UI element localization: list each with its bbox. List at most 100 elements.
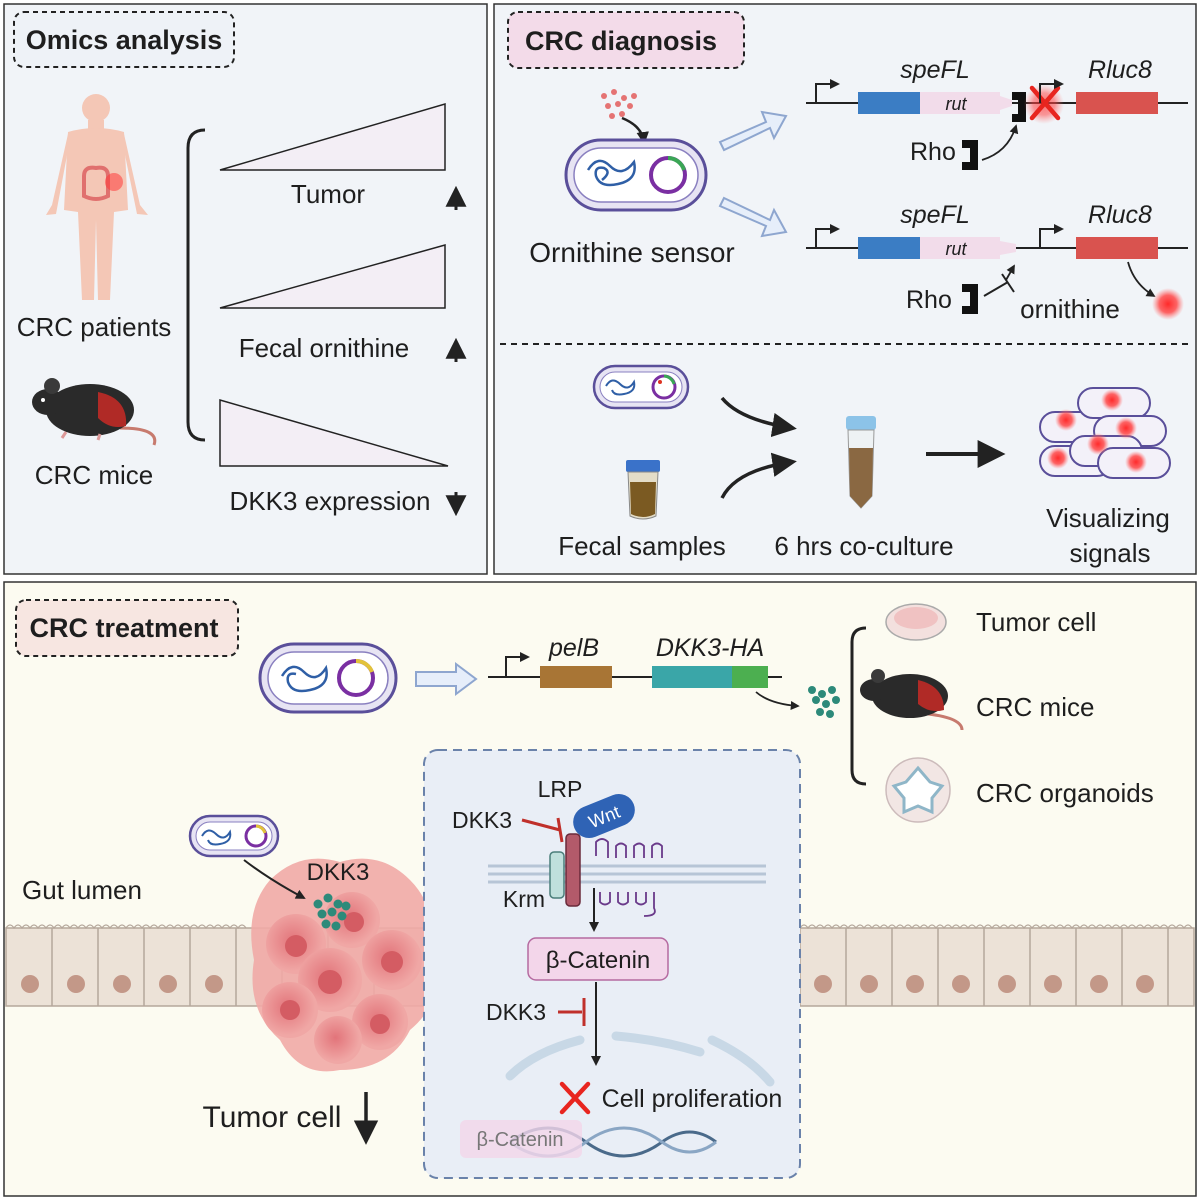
bacterium-to-construct-arrow (415, 662, 478, 696)
glowing-bacteria-cluster-icon (1039, 387, 1171, 479)
dkk3-protein-cluster-icon (313, 893, 351, 931)
beta-catenin-dna-label: β-Catenin (476, 1129, 563, 1151)
rho-label-2: Rho (906, 286, 952, 314)
omics-panel: Omics analysis CRC patients CRC mice (3, 3, 488, 575)
rho-free-icon-2 (962, 284, 978, 314)
rho-label-1: Rho (910, 138, 956, 166)
tumor-increase-triangle (219, 102, 446, 171)
small-sensor-bacterium-icon (592, 364, 690, 410)
fecal-sample-jar-icon (626, 460, 660, 520)
cell-proliferation-label: Cell proliferation (602, 1085, 783, 1113)
blocked-cross-icon (1029, 85, 1061, 121)
crc-organoids-label: CRC organoids (976, 778, 1154, 808)
secretion-arrow (755, 691, 800, 710)
rho-free-icon-1 (962, 140, 978, 170)
dkk3-gene (652, 666, 732, 688)
ornithine-increase-triangle (219, 244, 446, 309)
pelb-label: pelB (548, 634, 599, 662)
rut-label-2: rut (945, 239, 967, 259)
nuclear-envelope-right (611, 1031, 705, 1057)
therapeutic-bacterium-icon (258, 642, 398, 714)
beta-catenin-dna-box (460, 1120, 582, 1158)
crc-mice-model-label: CRC mice (976, 692, 1094, 722)
lrp-receptor (565, 833, 581, 907)
rluc8-gene-1 (1076, 92, 1158, 114)
tumor-label: Tumor (291, 179, 365, 209)
diagnosis-title-box (507, 11, 745, 69)
dkk3-expression-construct: pelB DKK3-HA (488, 634, 840, 718)
bacterium-to-tumor-arrow (243, 859, 306, 899)
signals-label: signals (1070, 538, 1151, 568)
dkk3-tumor-label: DKK3 (307, 859, 370, 886)
models-bracket (850, 626, 867, 786)
cell-membrane (488, 864, 766, 884)
omics-title-box (13, 11, 235, 68)
rluc8-gene-2 (1076, 237, 1158, 259)
omics-bracket (186, 128, 206, 442)
luciferase-output-arrow (1127, 261, 1156, 297)
ornithine-sensor-label: Ornithine sensor (529, 237, 734, 268)
crc-mouse-icon (860, 669, 964, 731)
rut-label-1: rut (945, 94, 967, 114)
culture-tube-icon (846, 416, 876, 509)
pelb-gene (540, 666, 612, 688)
tumor-cell-model-label: Tumor cell (976, 607, 1096, 637)
promoter-arrow-5 (505, 652, 530, 677)
rho-bound-icon (1012, 92, 1026, 122)
wnt-mechanism-inset: LRP Krm Wnt DKK3 β-Catenin DKK3 (423, 749, 801, 1179)
spefl-label-2: speFL (900, 201, 969, 229)
rut-element-1 (920, 92, 1000, 114)
visualizing-label: Visualizing (1046, 503, 1170, 533)
wnt-ligand-icon: Wnt (573, 794, 635, 838)
coculture-label: 6 hrs co-culture (774, 531, 953, 561)
treatment-title: CRC treatment (29, 613, 218, 643)
krm-receptor (549, 851, 565, 899)
promoter-arrow-2 (1039, 79, 1064, 103)
ornithine-label: ornithine (1020, 294, 1120, 324)
lrp-label: LRP (538, 776, 583, 802)
promoter-arrow-3 (815, 224, 840, 248)
rluc8-label-1: Rluc8 (1088, 56, 1152, 84)
sample-to-coculture-arrow (720, 452, 797, 499)
human-body-icon (46, 94, 148, 300)
mouse-icon (32, 378, 157, 446)
dkk3-expression-label: DKK3 expression (230, 486, 431, 516)
dkk3-inhibitor-label-2: DKK3 (486, 999, 546, 1025)
gut-lumen-label: Gut lumen (22, 875, 142, 905)
genetic-circuit-on: speFL rut Rluc8 Rho ornithine (806, 201, 1188, 324)
treatment-panel: CRC treatment pelB DKK3-HA (3, 581, 1197, 1197)
crc-patients-label: CRC patients (17, 312, 172, 342)
ornithine-to-rut-arrow (1005, 264, 1015, 281)
krm-label: Krm (503, 886, 545, 912)
gut-epithelium-right (799, 924, 1195, 1007)
treatment-title-box (15, 599, 239, 657)
luminescence-signal-icon (1152, 288, 1184, 320)
frizzled-receptor-bottom (599, 892, 656, 917)
dkk3-lrp-inhibition (521, 817, 564, 843)
dkk3-decrease-triangle (219, 399, 449, 467)
fecal-ornithine-label: Fecal ornithine (239, 333, 410, 363)
dkk3-inhibitor-label-1: DKK3 (452, 807, 512, 833)
dkk3ha-label: DKK3-HA (656, 634, 764, 662)
diagnosis-panel: CRC diagnosis Ornithine sensor speF (493, 3, 1197, 575)
ha-tag (732, 666, 768, 688)
fecal-samples-label: Fecal samples (558, 531, 726, 561)
organoid-icon (885, 757, 951, 823)
rut-element-2 (920, 237, 1000, 259)
promoter-arrow-1 (815, 79, 840, 103)
tumor-mass-icon (251, 858, 435, 1072)
dkk3-protein-icon (808, 686, 840, 718)
nuclear-envelope-left (505, 1035, 585, 1081)
omics-title: Omics analysis (26, 25, 223, 55)
nuclear-envelope-far-right (707, 1035, 775, 1087)
promoter-arrow-4 (1039, 224, 1064, 248)
rho-binding-arrow (981, 124, 1019, 161)
ornithine-inhibition-icon (983, 273, 1015, 297)
sensor-to-circuit-off-arrow (718, 110, 788, 152)
spefl-label-1: speFL (900, 56, 969, 84)
bacteria-to-coculture-arrow (720, 396, 797, 438)
sensor-to-circuit-on-arrow (718, 196, 788, 238)
spefl-gene-2 (858, 237, 920, 259)
sensor-bacterium-icon (564, 138, 708, 212)
